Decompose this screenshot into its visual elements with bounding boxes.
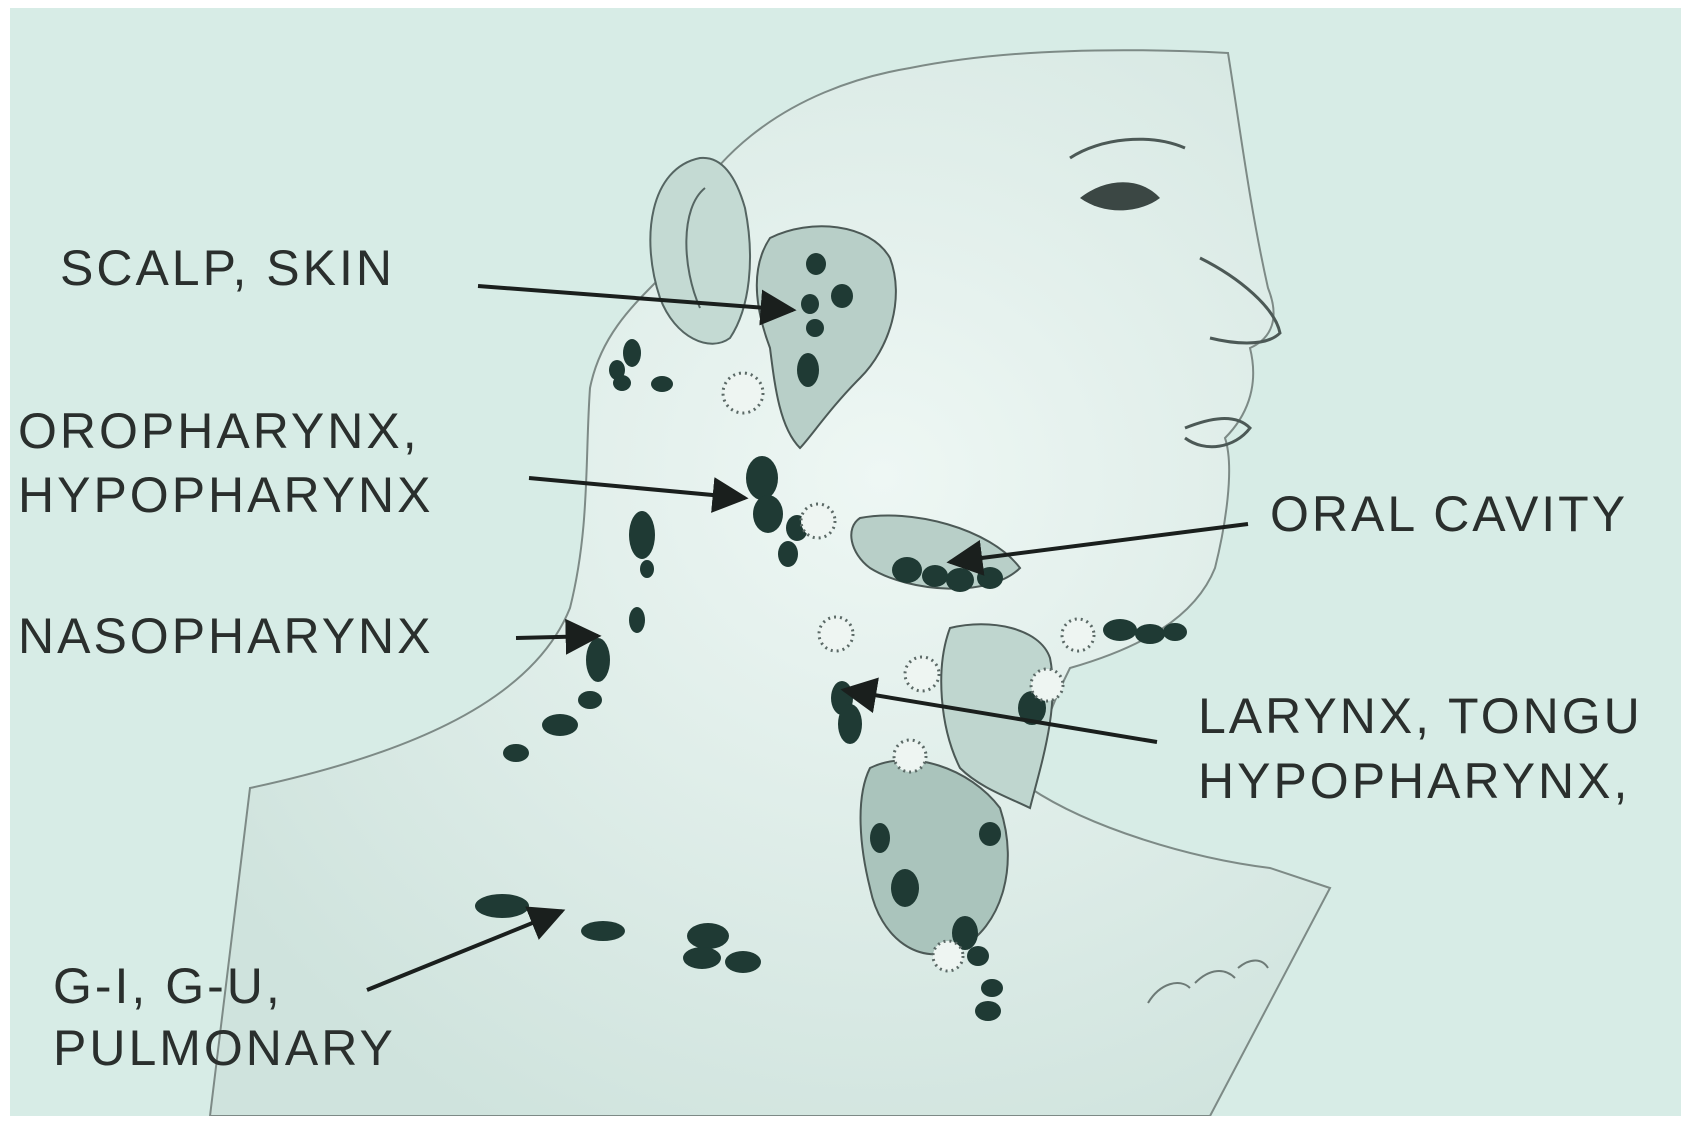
head-silhouette: [210, 50, 1330, 1116]
label-larynx-line2: HYPOPHARYNX,: [1198, 753, 1630, 809]
label-oral-cavity: ORAL CAVITY: [1270, 486, 1628, 542]
label-scalp-skin: SCALP, SKIN: [60, 240, 395, 296]
label-oropharynx-line2: HYPOPHARYNX: [18, 467, 434, 523]
label-gi-line2: PULMONARY: [53, 1020, 396, 1076]
label-oropharynx-line1: OROPHARYNX,: [18, 403, 420, 459]
label-gi-line1: G-I, G-U,: [53, 958, 283, 1014]
label-larynx-line1: LARYNX, TONGU: [1198, 688, 1643, 744]
head-neck-illustration: [10, 8, 1681, 1116]
label-nasopharynx: NASOPHARYNX: [18, 608, 434, 664]
illustration-slide: SCALP, SKIN OROPHARYNX, HYPOPHARYNX NASO…: [10, 8, 1681, 1116]
arrow-nasopharynx: [516, 636, 598, 638]
